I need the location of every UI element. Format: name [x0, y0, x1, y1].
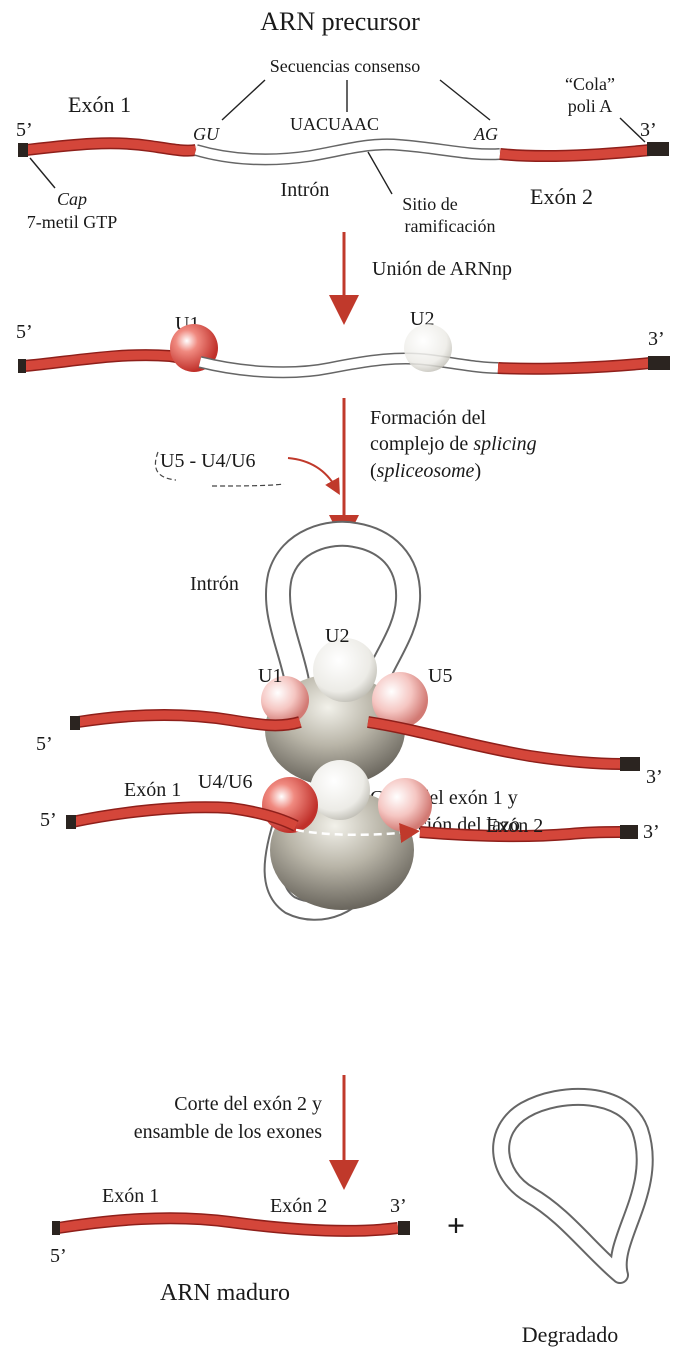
cap-label-line1: Cap	[57, 189, 87, 209]
branch-label-line1: Sitio de	[402, 194, 458, 214]
stage3-u1-label: U1	[258, 665, 282, 687]
stage4-exon2-label: Exón 2	[486, 815, 543, 837]
step4-label-line1: Corte del exón 2 y	[174, 1093, 322, 1115]
snrnp-group-label: U5 - U4/U6	[160, 450, 256, 472]
stage4-u5-snrnp	[378, 778, 432, 832]
stage3-u5-label: U5	[428, 665, 452, 687]
consensus-pointer-gu	[222, 80, 265, 120]
stage3-u4u6-label: U4/U6	[198, 771, 252, 793]
stage2-three-prime: 3’	[648, 328, 665, 350]
branch-pointer	[368, 152, 392, 194]
step2-label-line1: Formación del	[370, 407, 487, 429]
mature-polyA	[398, 1221, 410, 1235]
snrnp-join-arrow	[288, 458, 336, 488]
branch-label-line2: ramificación	[405, 216, 496, 236]
consensus-label: Secuencias consenso	[270, 56, 420, 76]
ag-label: AG	[473, 124, 498, 144]
step2-label-line3: (spliceosome)	[370, 460, 481, 482]
mature-rna-label: ARN maduro	[160, 1280, 290, 1306]
consensus-pointer-ag	[440, 80, 490, 120]
stage4-five-prime: 5’	[40, 809, 57, 831]
stage4-u2-snrnp	[310, 760, 370, 820]
step1-label: Unión de ARNnp	[372, 258, 512, 280]
exon1-label: Exón 1	[68, 92, 131, 117]
exon2-label: Exón 2	[530, 184, 593, 209]
polyA-block	[647, 142, 669, 156]
gu-label: GU	[193, 124, 220, 144]
stage3-five-prime: 5’	[36, 733, 53, 755]
stage4-polyA	[620, 825, 638, 839]
title: ARN precursor	[260, 7, 420, 36]
stage3-cap	[70, 716, 80, 730]
stage3-intron-label: Intrón	[190, 573, 239, 595]
polyA-label-line2: poli A	[568, 96, 613, 116]
polyA-label-line1: “Cola”	[565, 74, 615, 94]
cap-block	[18, 143, 28, 157]
cap-pointer	[30, 158, 55, 188]
degraded-label: Degradado	[522, 1322, 619, 1347]
mature-three-prime: 3’	[390, 1195, 407, 1217]
stage2-polyA	[648, 356, 670, 370]
mature-five-prime: 5’	[50, 1245, 67, 1267]
stage4-exon1-label: Exón 1	[124, 779, 181, 801]
cap-label-line2: 7-metil GTP	[27, 212, 118, 232]
step2-label-line2: complejo de splicing	[370, 433, 537, 455]
stage3-polyA	[620, 757, 640, 771]
degraded-intron-loop-fill	[501, 1097, 645, 1275]
stage4-cap	[66, 815, 76, 829]
uacuaac-label: UACUAAC	[290, 114, 379, 134]
mature-cap	[52, 1221, 60, 1235]
five-prime-label: 5’	[16, 119, 33, 141]
stage3-u2-label: U2	[325, 625, 349, 647]
stage3-three-prime: 3’	[646, 766, 663, 788]
intron-label: Intrón	[281, 179, 330, 201]
step4-label-line2: ensamble de los exones	[134, 1121, 322, 1143]
u2-snrnp	[404, 324, 452, 372]
plus-sign: +	[447, 1207, 465, 1243]
mature-rna-strand-fill	[58, 1218, 398, 1231]
mature-exon1-label: Exón 1	[102, 1185, 159, 1207]
three-prime-label: 3’	[640, 119, 657, 141]
stage2-five-prime: 5’	[16, 321, 33, 343]
stage2-cap	[18, 359, 26, 373]
stage4-three-prime: 3’	[643, 821, 660, 843]
stage3-u2-snrnp	[313, 638, 377, 702]
mature-exon2-label: Exón 2	[270, 1195, 327, 1217]
